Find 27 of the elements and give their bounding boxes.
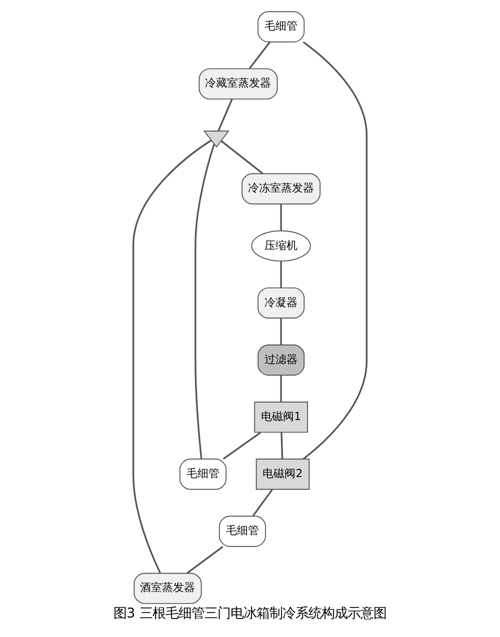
node-box: 过滤器	[258, 344, 305, 376]
connector	[280, 375, 282, 402]
node-box: 毛细管	[179, 458, 226, 490]
node-box: 冷冻室蒸发器	[242, 173, 321, 204]
node-box: 电磁阀2	[256, 458, 310, 490]
node-box: 酒室蒸发器	[134, 572, 202, 604]
connector	[280, 432, 284, 459]
connector	[222, 432, 262, 460]
node-box: 电磁阀1	[254, 402, 308, 433]
connector	[280, 318, 282, 345]
node-triangle	[203, 130, 230, 148]
connector	[252, 489, 273, 516]
connector	[220, 140, 264, 174]
connector	[248, 42, 270, 69]
node-box: 毛细管	[258, 11, 305, 42]
connector	[280, 204, 282, 230]
node-box: 冷凝器	[258, 287, 305, 318]
connector	[218, 98, 233, 132]
node-box: 毛细管	[218, 516, 266, 547]
connector	[186, 546, 224, 574]
connector	[302, 41, 368, 460]
node-ellipse: 压缩机	[251, 230, 311, 262]
connector	[280, 261, 282, 288]
connector	[132, 140, 212, 574]
connector	[194, 144, 215, 459]
caption: 图3 三根毛细管三门电冰箱制冷系统构成示意图	[114, 606, 386, 622]
node-box: 冷藏室蒸发器	[198, 68, 278, 100]
